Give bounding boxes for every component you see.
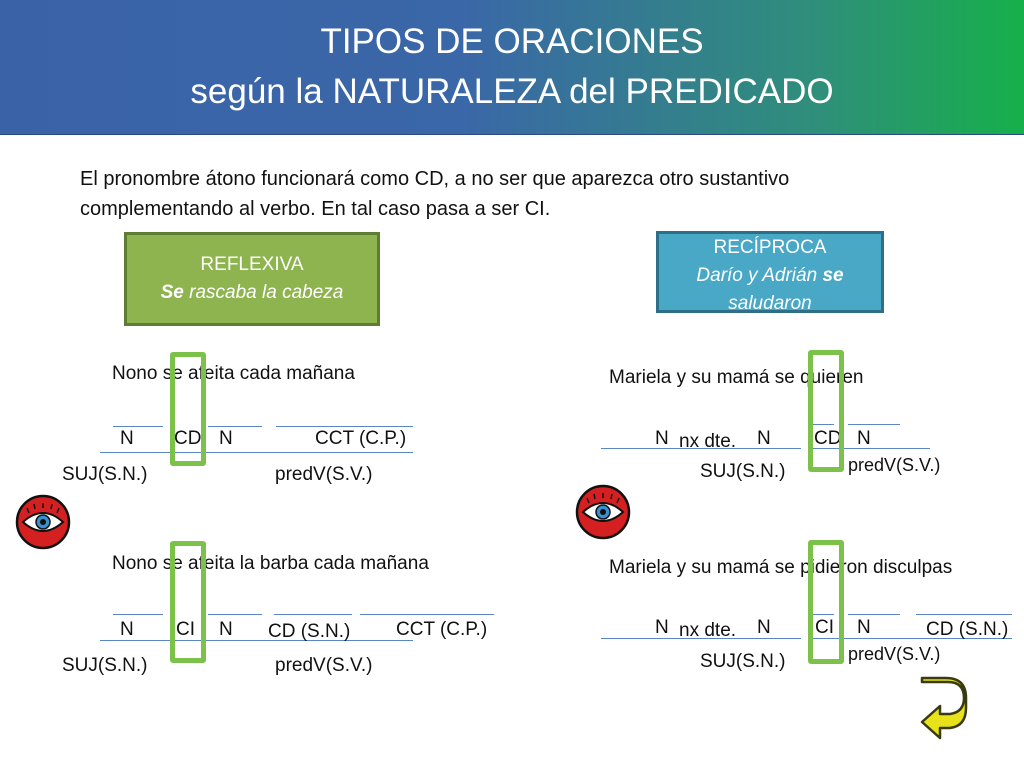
reciproca-title: RECÍPROCA [713, 237, 827, 258]
ex1-pred: predV(S.V.) [275, 464, 373, 485]
ex4-ci: CI [815, 617, 834, 638]
ex4-cd: CD (S.N.) [926, 619, 1009, 640]
title-banner: TIPOS DE ORACIONES según la NATURALEZA d… [0, 0, 1024, 135]
ex2-sentence: Nono se afeita la barba cada mañana [112, 553, 429, 574]
ex1-sentence: Nono se afeita cada mañana [112, 363, 355, 384]
ex2-line-n1 [113, 614, 163, 615]
ex4-line-pred [812, 638, 1012, 639]
ex3-n3: N [857, 428, 871, 449]
ex4-line-cd [916, 614, 1012, 615]
ex4-pronoun-highlight [808, 540, 844, 664]
ex3-line-suj [601, 448, 801, 449]
ex4-pred: predV(S.V.) [848, 644, 941, 664]
ex4-line-suj [601, 638, 801, 639]
ex1-n2: N [219, 428, 233, 449]
eye-icon[interactable] [15, 494, 71, 550]
intro-line-2: complementando al verbo. En tal caso pas… [80, 198, 551, 220]
ex4-line-n3 [848, 614, 900, 615]
ex3-pronoun-highlight [808, 350, 844, 472]
ex1-n1: N [120, 428, 134, 449]
ex3-line-cd [812, 424, 834, 425]
ex4-line-ci [812, 614, 834, 615]
reciproca-example-b: saludaron [728, 293, 812, 314]
return-arrow-icon[interactable] [918, 676, 968, 740]
reflexiva-pron: Se [160, 282, 184, 303]
ex3-sentence: Mariela y su mamá se quieren [609, 367, 864, 388]
ex4-suj: SUJ(S.N.) [700, 651, 786, 672]
ex3-n1: N [655, 428, 669, 449]
ex2-pred: predV(S.V.) [275, 655, 373, 676]
ex1-line-base [100, 452, 413, 453]
ex3-cd: CD [814, 428, 842, 449]
reflexiva-box: REFLEXIVA Se rascaba la cabeza [124, 232, 380, 326]
reflexiva-title: REFLEXIVA [200, 254, 304, 275]
ex4-n3: N [857, 617, 871, 638]
ex2-pronoun-highlight [170, 541, 206, 663]
reflexiva-example: Se rascaba la cabeza [127, 279, 377, 307]
reciproca-box: RECÍPROCA Darío y Adrián se saludaron [656, 231, 884, 314]
reciproca-example-a: Darío y Adrián [696, 265, 818, 286]
ex2-line-cct [360, 614, 494, 615]
ex3-line-pred [812, 448, 930, 449]
reciproca-pron: se [822, 265, 844, 286]
ex2-suj: SUJ(S.N.) [62, 655, 148, 676]
reflexiva-example-rest: rascaba la cabeza [189, 282, 344, 303]
ex4-nx: nx dte. [679, 620, 737, 641]
ex1-pronoun-highlight [170, 352, 206, 466]
ex2-n1: N [120, 619, 134, 640]
ex2-ci: CI [176, 619, 195, 640]
title-line-2: según la NATURALEZA del PREDICADO [190, 72, 834, 111]
ex1-line-cct [276, 426, 413, 427]
ex2-cct: CCT (C.P.) [396, 619, 488, 640]
ex3-nx: nx dte. [679, 431, 737, 452]
ex3-pred: predV(S.V.) [848, 455, 941, 475]
ex2-n2: N [219, 619, 233, 640]
ex2-cd: CD (S.N.) [268, 621, 351, 642]
ex3-suj: SUJ(S.N.) [700, 461, 786, 482]
ex2-line-n2 [208, 614, 262, 615]
ex3-line-n3 [848, 424, 900, 425]
intro-text: El pronombre átono funcionará como CD, a… [80, 164, 940, 224]
ex1-line-n1 [113, 426, 163, 427]
ex1-cct: CCT (C.P.) [315, 428, 407, 449]
ex1-suj: SUJ(S.N.) [62, 464, 148, 485]
ex2-line-base [100, 640, 413, 641]
intro-line-1: El pronombre átono funcionará como CD, a… [80, 168, 790, 190]
title-line-1: TIPOS DE ORACIONES [320, 22, 704, 61]
ex4-n2: N [757, 617, 771, 638]
ex4-n1: N [655, 617, 669, 638]
ex3-n2: N [757, 428, 771, 449]
ex1-cd: CD [174, 428, 202, 449]
ex4-sentence: Mariela y su mamá se pidieron disculpas [609, 557, 953, 578]
ex1-line-n2 [208, 426, 262, 427]
ex2-line-cd [274, 614, 352, 615]
eye-icon[interactable] [575, 484, 631, 540]
reciproca-example: Darío y Adrián se [659, 262, 881, 290]
